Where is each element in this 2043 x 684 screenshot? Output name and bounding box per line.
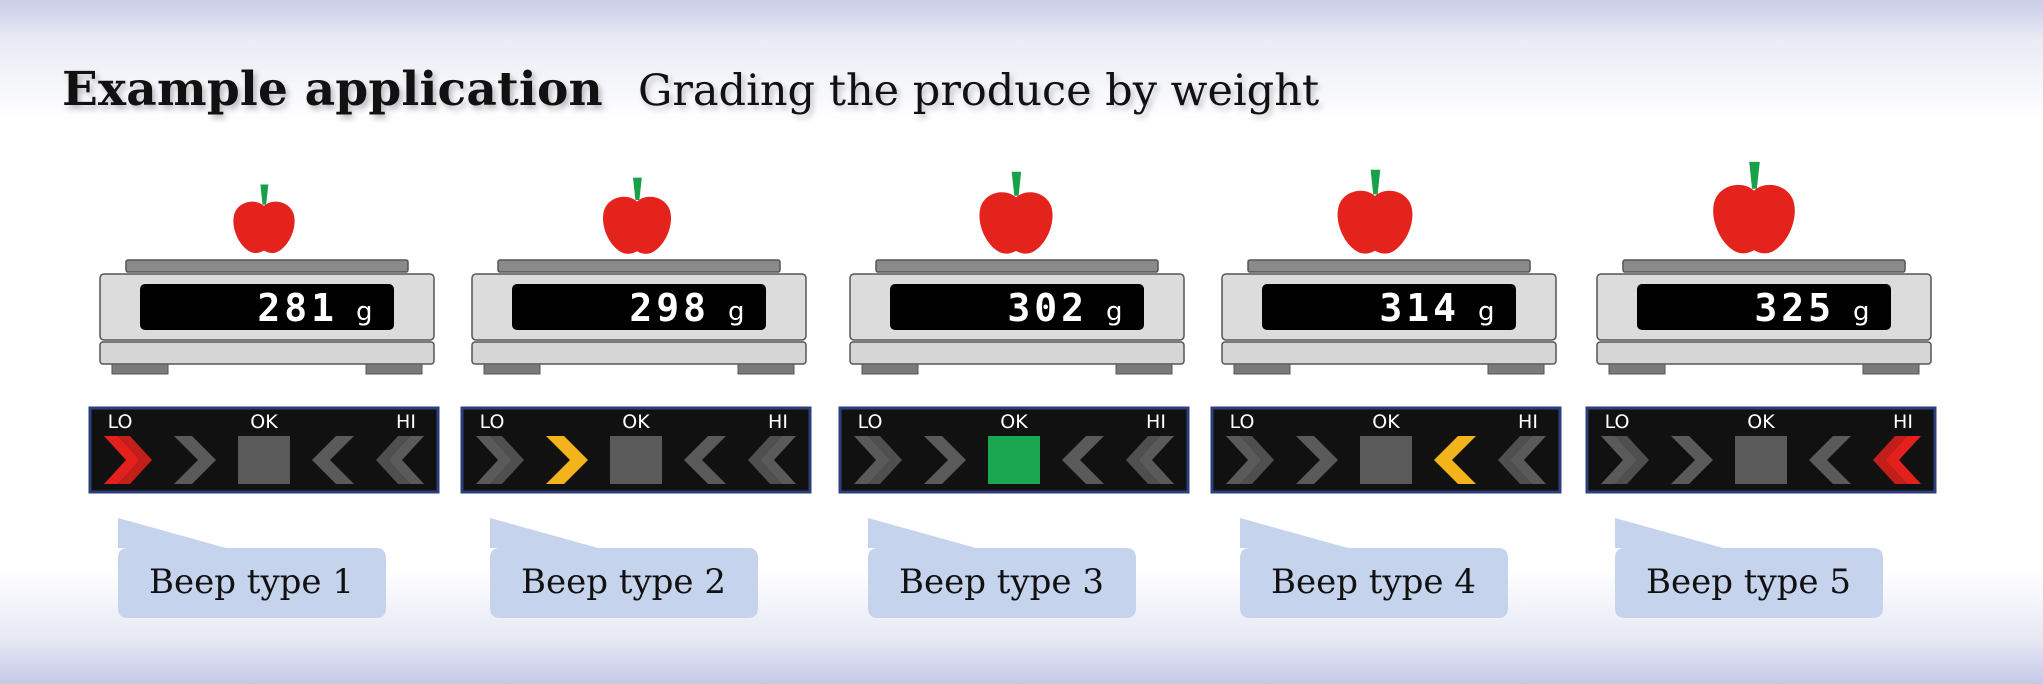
apple-icon <box>602 177 672 254</box>
weight-unit: g <box>1853 297 1870 327</box>
lo-arrow-icon <box>546 436 588 484</box>
weight-readout: 314 <box>1379 286 1460 330</box>
weight-unit: g <box>1106 297 1123 327</box>
hi-arrow-icon <box>312 436 354 484</box>
indicator-label-hi: HI <box>1146 411 1166 433</box>
beep-type-label: Beep type 5 <box>1646 562 1851 602</box>
speech-bubble <box>490 518 758 618</box>
weight-readout: 281 <box>257 286 338 330</box>
grade-indicator: LO OK HI <box>1210 406 1562 494</box>
indicator-label-hi: HI <box>1518 411 1538 433</box>
weight-unit: g <box>728 297 745 327</box>
weight-readout: 302 <box>1007 286 1088 330</box>
apple-icon <box>1337 169 1413 254</box>
weight-unit: g <box>356 297 373 327</box>
ok-square-icon <box>610 436 662 484</box>
indicator-label-hi: HI <box>1893 411 1913 433</box>
ok-square-icon <box>1735 436 1787 484</box>
weighing-scale: 325 g <box>1596 259 1932 375</box>
ok-square-icon <box>238 436 290 484</box>
indicator-label-ok: OK <box>250 411 278 433</box>
lo-double-arrow-icon <box>476 436 524 484</box>
weight-readout: 325 <box>1754 286 1835 330</box>
apple-icon <box>1713 161 1795 254</box>
weighing-scale: 281 g <box>99 259 435 375</box>
indicator-label-ok: OK <box>622 411 650 433</box>
speech-bubble <box>868 518 1136 618</box>
indicator-label-ok: OK <box>1372 411 1400 433</box>
beep-type-label: Beep type 3 <box>899 562 1104 602</box>
indicator-label-lo: LO <box>1605 411 1630 433</box>
weighing-scale: 314 g <box>1221 259 1557 375</box>
speech-bubble <box>118 518 386 618</box>
indicator-label-lo: LO <box>858 411 883 433</box>
page-subtitle: Grading the produce by weight <box>638 66 1320 116</box>
hi-double-arrow-icon <box>1126 436 1174 484</box>
indicator-label-lo: LO <box>108 411 133 433</box>
page-title: Example application <box>62 62 603 117</box>
weight-readout: 298 <box>629 286 710 330</box>
beep-type-label: Beep type 4 <box>1271 562 1476 602</box>
lo-double-arrow-icon <box>1226 436 1274 484</box>
lo-arrow-icon <box>924 436 966 484</box>
indicator-label-lo: LO <box>1230 411 1255 433</box>
hi-arrow-icon <box>684 436 726 484</box>
weighing-scale: 298 g <box>471 259 807 375</box>
weighing-scale: 302 g <box>849 259 1185 375</box>
ok-square-icon <box>988 436 1040 484</box>
lo-double-arrow-icon <box>1601 436 1649 484</box>
hi-double-arrow-icon <box>748 436 796 484</box>
lo-arrow-icon <box>174 436 216 484</box>
hi-double-arrow-icon <box>1498 436 1546 484</box>
grade-indicator: LO OK HI <box>838 406 1190 494</box>
grade-indicator: LO OK HI <box>460 406 812 494</box>
hi-double-arrow-icon <box>1873 436 1921 484</box>
beep-type-label: Beep type 1 <box>149 562 354 602</box>
apple-icon <box>979 171 1053 254</box>
hi-arrow-icon <box>1434 436 1476 484</box>
indicator-label-ok: OK <box>1000 411 1028 433</box>
hi-double-arrow-icon <box>376 436 424 484</box>
ok-square-icon <box>1360 436 1412 484</box>
indicator-label-ok: OK <box>1747 411 1775 433</box>
apple-icon <box>233 184 295 254</box>
indicator-label-lo: LO <box>480 411 505 433</box>
indicator-label-hi: HI <box>768 411 788 433</box>
grade-indicator: LO OK HI <box>88 406 440 494</box>
lo-double-arrow-icon <box>854 436 902 484</box>
lo-arrow-icon <box>1671 436 1713 484</box>
hi-arrow-icon <box>1809 436 1851 484</box>
hi-arrow-icon <box>1062 436 1104 484</box>
lo-arrow-icon <box>1296 436 1338 484</box>
speech-bubble <box>1615 518 1883 618</box>
beep-type-label: Beep type 2 <box>521 562 726 602</box>
speech-bubble <box>1240 518 1508 618</box>
lo-double-arrow-icon <box>104 436 152 484</box>
indicator-label-hi: HI <box>396 411 416 433</box>
grade-indicator: LO OK HI <box>1585 406 1937 494</box>
weight-unit: g <box>1478 297 1495 327</box>
